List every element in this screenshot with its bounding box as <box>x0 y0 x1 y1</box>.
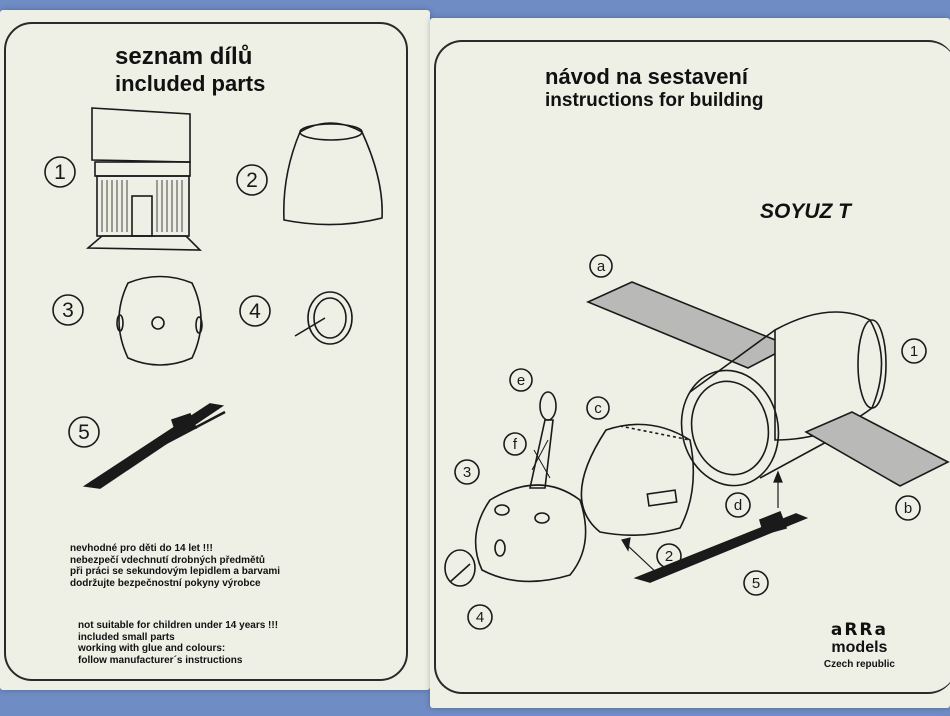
part-5-number: 5 <box>78 421 90 444</box>
callout-3: 3 <box>463 464 471 481</box>
antenna-f <box>529 419 554 489</box>
left-title-czech: seznam dílů <box>115 43 253 70</box>
ring-d <box>680 369 780 487</box>
warning-cz-line: dodržujte bezpečnostní pokyny výrobce <box>70 577 261 589</box>
descent-module-3 <box>474 484 587 583</box>
orbital-module-1 <box>689 311 887 479</box>
part-4-number: 4 <box>249 300 261 323</box>
tweezers-5 <box>633 510 809 583</box>
left-page <box>0 10 430 690</box>
callout-4: 4 <box>476 609 484 626</box>
part-1-number: 1 <box>54 161 66 184</box>
solar-panel-b <box>804 411 950 487</box>
part-2-number: 2 <box>246 169 258 192</box>
callout-b: b <box>904 500 912 517</box>
left-title-english: included parts <box>115 71 266 96</box>
part-3-number: 3 <box>62 299 74 322</box>
model-name: SOYUZ T <box>760 200 852 223</box>
right-title-english: instructions for building <box>545 90 764 111</box>
solar-panel-a <box>585 281 792 369</box>
warning-english: not suitable for children under 14 years… <box>78 620 378 666</box>
logo-brand: aRRa <box>830 620 888 640</box>
logo-country: Czech republic <box>823 659 895 670</box>
antenna-dish-e <box>539 391 557 421</box>
left-page-frame <box>4 22 408 681</box>
arra-models-logo: aRRa models Czech republic <box>824 620 895 670</box>
right-title-czech: návod na sestavení <box>545 64 748 89</box>
callout-c: c <box>594 400 602 417</box>
warning-cz-line: nebezpečí vdechnutí drobných předmětů <box>70 554 266 566</box>
warning-en-line: included small parts <box>78 631 175 643</box>
warning-czech: nevhodné pro děti do 14 let !!! nebezpeč… <box>70 543 370 589</box>
callout-d: d <box>734 497 742 514</box>
part-3-drawing <box>116 275 203 366</box>
descent-module-c <box>580 423 695 536</box>
callout-5: 5 <box>752 575 760 592</box>
callout-2: 2 <box>665 548 673 565</box>
warning-cz-line: nevhodné pro děti do 14 let !!! <box>70 543 213 554</box>
docking-probe-4 <box>444 549 476 587</box>
right-page-frame <box>434 40 950 694</box>
part-5-drawing <box>82 403 226 489</box>
warning-cz-line: při práci se sekundovým lepidlem a barva… <box>70 566 281 577</box>
warning-en-line: working with glue and colours: <box>78 643 226 654</box>
logo-models: models <box>831 639 888 656</box>
callout-a: a <box>597 258 606 275</box>
warning-en-line: not suitable for children under 14 years… <box>78 620 279 631</box>
warning-en-line: follow manufacturer´s instructions <box>78 654 243 666</box>
part-2-drawing <box>283 122 383 226</box>
callout-e: e <box>517 372 525 389</box>
part-4-drawing <box>294 291 353 345</box>
assembly-arrows <box>621 470 783 577</box>
part-1-drawing <box>85 107 202 251</box>
callout-1: 1 <box>910 343 918 360</box>
callout-f: f <box>513 436 518 453</box>
